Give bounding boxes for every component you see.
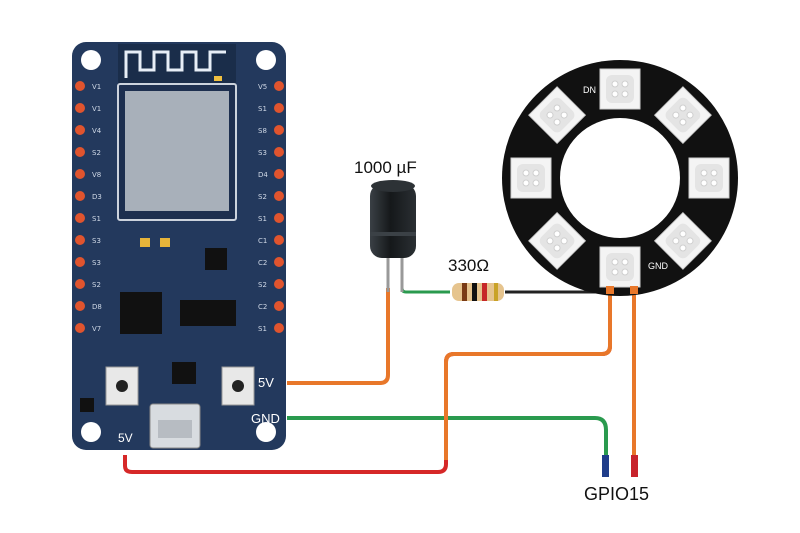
led-ring: DN GND [502,60,738,296]
header-pin [274,125,284,135]
pin-label: V1 [92,83,101,91]
pin-label: S3 [258,149,267,157]
header-pin [75,191,85,201]
boot-button [105,366,139,406]
resistor [452,283,504,301]
ws2812-led [653,211,712,270]
pin-label: S1 [258,105,267,113]
ws2812-led [688,157,730,199]
capacitor-label: 1000 µF [354,158,417,177]
mount-hole [81,422,101,442]
gpio-terminal-red [631,455,638,477]
ws2812-led [510,157,552,199]
pin-label: D8 [92,303,102,311]
ring-pad-din [606,286,614,294]
resistor-label: 330Ω [448,256,489,275]
gpio-label: GPIO15 [584,484,649,504]
pin-label: S1 [92,215,101,223]
pin-label: S2 [258,281,267,289]
header-pin [274,213,284,223]
pin-label: D4 [258,171,268,179]
header-pin [274,257,284,267]
pin-label: C2 [258,259,267,267]
header-pin [274,103,284,113]
capacitor [370,180,416,292]
header-pin [75,257,85,267]
header-pin [75,147,85,157]
pin-label: S8 [258,127,267,135]
header-pin [274,323,284,333]
wire-5v-to-capacitor [287,288,390,385]
header-pin [75,235,85,245]
ws2812-led [528,86,587,145]
pin-label: S3 [92,237,101,245]
usb-uart-chip [120,292,162,334]
header-pin [75,279,85,289]
gpio-terminal-blue [602,455,609,477]
pin-label: V1 [92,105,101,113]
wire-capacitor-to-resistor [400,258,450,294]
header-pin [274,279,284,289]
pin-label: C1 [258,237,267,245]
ws2812-led [653,86,712,145]
board-gnd-label: GND [251,411,280,426]
ring-pad-gnd [630,286,638,294]
pin-label: S2 [92,281,101,289]
header-pin [75,103,85,113]
regulator-chip [180,300,236,326]
header-pin [274,235,284,245]
pin-label: S1 [258,215,267,223]
mount-hole [256,50,276,70]
pin-label: V8 [92,171,101,179]
header-pin [75,81,85,91]
pin-label: D3 [92,193,102,201]
wire-gnd-green [287,416,608,455]
ring-din-label: DN [583,85,596,95]
header-pin [274,81,284,91]
header-pin [274,169,284,179]
pin-label: S2 [92,149,101,157]
header-pin [75,213,85,223]
usb-5v-label: 5V [118,431,133,445]
mount-hole [81,50,101,70]
header-pin [274,191,284,201]
header-pin [75,323,85,333]
pin-label: C2 [258,303,267,311]
header-pin [75,169,85,179]
header-pin [75,301,85,311]
ws2812-led [528,211,587,270]
wire-ring-orange-left [444,290,612,460]
pin-label: V7 [92,325,101,333]
ws2812-led [599,68,641,110]
pin-label: S2 [258,193,267,201]
ws2812-led [599,246,641,288]
pin-label: V5 [258,83,267,91]
ring-gnd-label: GND [648,261,669,271]
board-5v-label: 5V [258,375,274,390]
pin-label: V4 [92,127,102,135]
reset-button [221,366,255,406]
header-pin [274,301,284,311]
pin-label: S1 [258,325,267,333]
header-pin [75,125,85,135]
header-pin [274,147,284,157]
mount-hole [256,422,276,442]
pin-label: S3 [92,259,101,267]
